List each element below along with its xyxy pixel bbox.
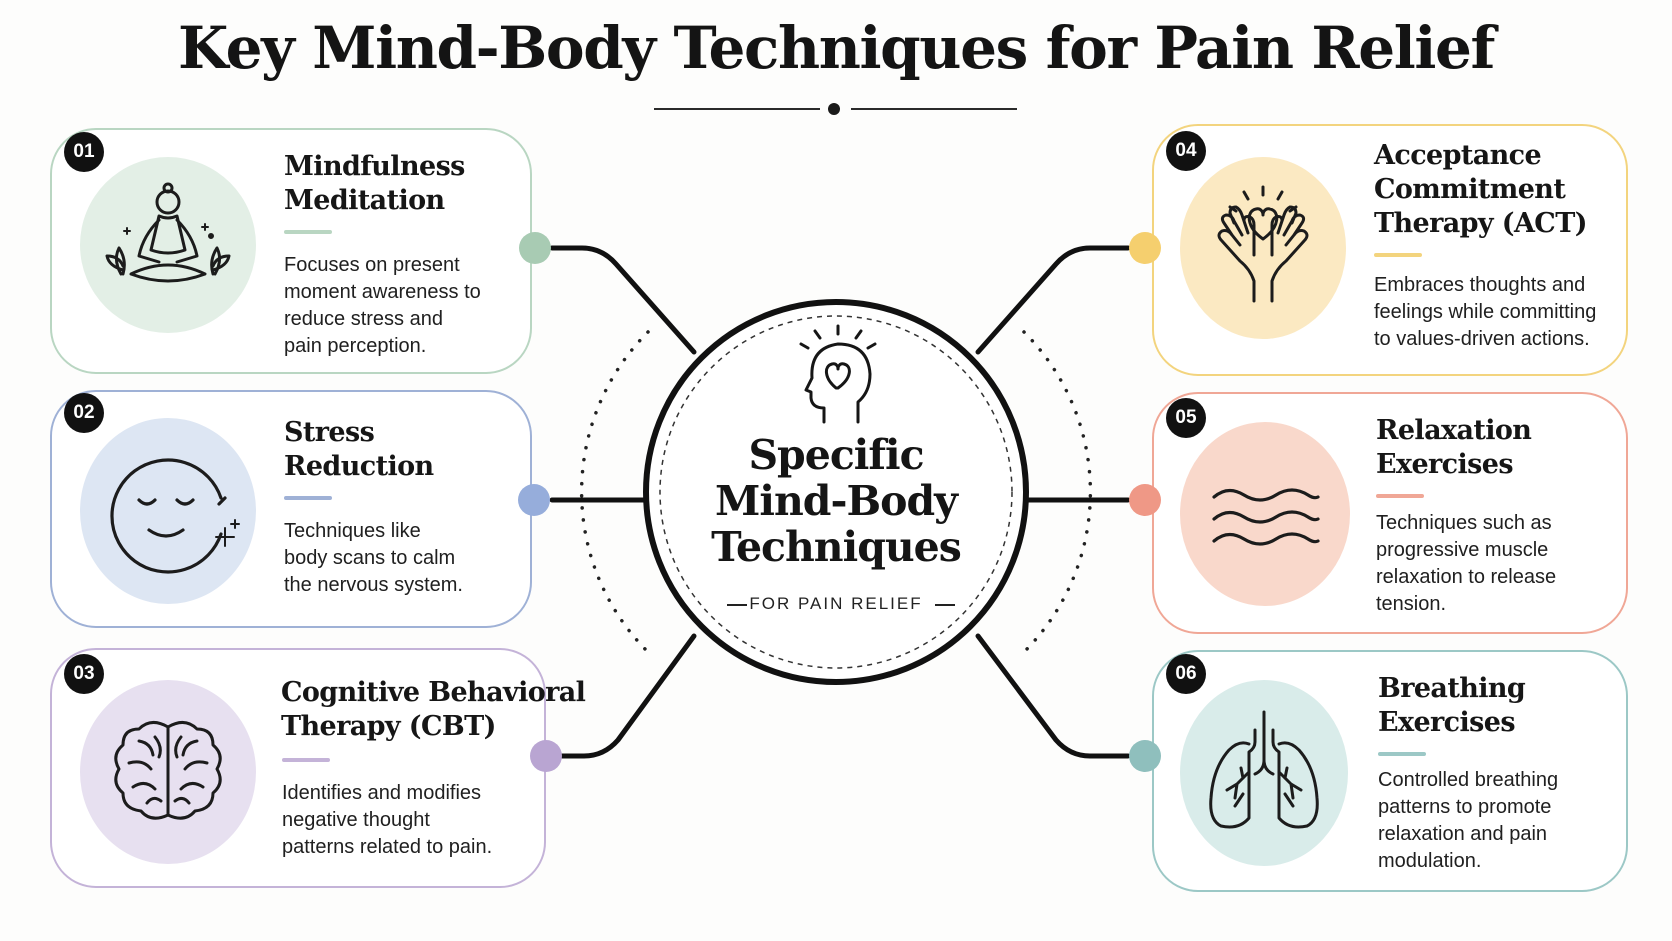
connector-node-01 — [519, 232, 551, 264]
technique-accent-rule — [1374, 253, 1422, 257]
technique-description: Controlled breathing patterns to promote… — [1378, 769, 1559, 872]
connector-node-06 — [1129, 740, 1161, 772]
center-subtitle-rule-right — [935, 604, 955, 606]
connector-node-04 — [1129, 232, 1161, 264]
technique-number-badge: 05 — [1166, 398, 1206, 438]
calm-face-icon — [110, 458, 240, 574]
technique-title: Stress Reduction — [284, 417, 434, 482]
connector-node-02 — [518, 484, 550, 516]
technique-description: Identifies and modifies negative thought… — [282, 782, 493, 858]
center-subtitle-rule-left — [727, 604, 747, 606]
technique-number-badge: 02 — [64, 393, 104, 433]
connector-node-05 — [1129, 484, 1161, 516]
technique-icon-circle — [1180, 680, 1348, 866]
technique-title: Acceptance Commitment Therapy (ACT) — [1374, 140, 1587, 239]
technique-title: Relaxation Exercises — [1376, 415, 1532, 480]
technique-description: Techniques such as progressive muscle re… — [1376, 512, 1557, 615]
dotted-arc-right — [1022, 330, 1093, 654]
connector-06 — [975, 633, 1131, 759]
lungs-icon — [1209, 710, 1319, 829]
technique-title: Breathing Exercises — [1378, 673, 1526, 738]
technique-accent-rule — [284, 230, 332, 234]
technique-icon-circle — [80, 680, 256, 864]
brain-icon — [114, 721, 222, 820]
center-subtitle: FOR PAIN RELIEF — [749, 594, 923, 613]
hands-heart-icon — [1217, 185, 1309, 303]
center-title: Specific Mind-Body Techniques — [711, 431, 962, 571]
connector-node-03 — [530, 740, 562, 772]
waves-icon — [1212, 488, 1320, 546]
technique-accent-rule — [282, 758, 330, 762]
title-rule-dot — [828, 103, 840, 115]
meditation-icon — [105, 182, 231, 283]
center-ring-dashed — [659, 315, 1013, 669]
technique-icon-circle — [80, 157, 256, 333]
center-ring — [643, 299, 1029, 685]
technique-number-badge: 03 — [64, 654, 104, 694]
connector-03 — [559, 633, 697, 759]
technique-number-badge: 06 — [1166, 654, 1206, 694]
technique-icon-circle — [1180, 422, 1350, 606]
technique-description: Techniques like body scans to calm the n… — [284, 520, 463, 596]
technique-accent-rule — [1376, 494, 1424, 498]
technique-accent-rule — [1378, 752, 1426, 756]
title-rule-right — [851, 108, 1017, 110]
technique-title: Mindfulness Meditation — [284, 151, 465, 216]
connector-04 — [975, 245, 1131, 355]
page-title: Key Mind-Body Techniques for Pain Relief — [177, 14, 1496, 82]
head-heart-icon — [799, 324, 877, 424]
technique-number-badge: 01 — [64, 132, 104, 172]
technique-icon-circle — [1180, 157, 1346, 339]
title-rule-left — [654, 108, 820, 110]
technique-description: Focuses on present moment awareness to r… — [284, 254, 481, 357]
connector-01 — [549, 245, 697, 355]
technique-icon-circle — [80, 418, 256, 604]
technique-number-badge: 04 — [1166, 131, 1206, 171]
dotted-arc-left — [579, 330, 650, 654]
technique-title: Cognitive Behavioral Therapy (CBT) — [281, 677, 586, 742]
technique-accent-rule — [284, 496, 332, 500]
technique-description: Embraces thoughts and feelings while com… — [1374, 274, 1597, 350]
